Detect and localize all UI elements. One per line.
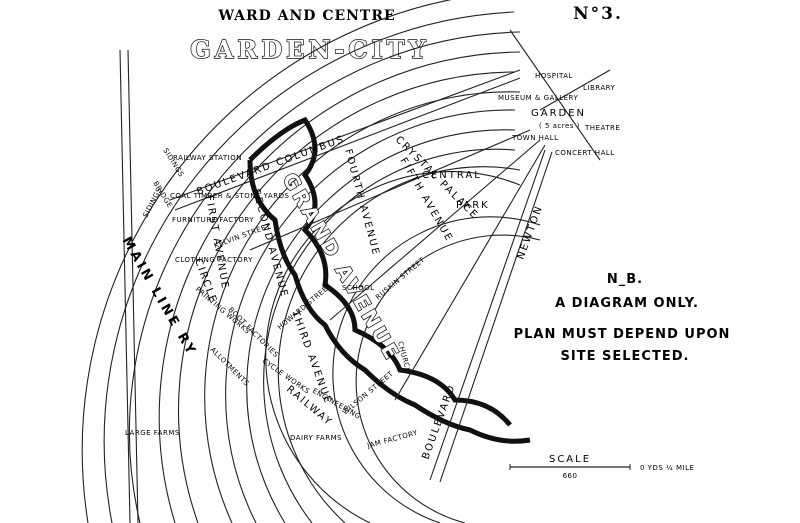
library-label: LIBRARY	[583, 84, 616, 92]
theatre-label: THEATRE	[584, 124, 620, 132]
garden-acres-label: ( 5 acres )	[539, 122, 580, 130]
allotments-label: ALLOTMENTS	[209, 346, 251, 388]
ring-roads	[81, 0, 541, 523]
ruskin-street-label: RUSKIN STREET	[374, 256, 427, 302]
garden-label: GARDEN	[531, 108, 586, 119]
furniture-factory-label: FURNITURE FACTORY	[172, 216, 254, 224]
scale-mid-label: 660	[563, 472, 578, 480]
note-line-4: SITE SELECTED.	[561, 349, 690, 364]
sidings-label: SIDINGS	[161, 147, 185, 179]
main-line-railway-label: MAIN LINE RY	[119, 235, 200, 360]
title-line-2: GARDEN-CITY	[190, 35, 429, 64]
second-avenue-label: SECOND AVENUE	[250, 188, 290, 299]
scale-bar: SCALE 660 0 YDS ¼ MILE	[509, 454, 694, 480]
scale-unit-label: 0 YDS ¼ MILE	[640, 464, 694, 472]
title-line-1: WARD AND CENTRE	[217, 8, 395, 24]
scale-label: SCALE	[549, 454, 591, 465]
radial-roads	[119, 29, 611, 523]
plate-number: N°3.	[573, 4, 623, 24]
boulevard-outer-label: BOULEVARD	[420, 383, 458, 461]
note-line-3: PLAN MUST DEPEND UPON	[514, 327, 731, 342]
central-label: CENTRAL	[422, 170, 482, 181]
town-hall-label: TOWN HALL	[511, 134, 559, 142]
large-farms-label: LARGE FARMS	[125, 429, 180, 437]
coal-yards-label: COAL TIMBER & STONE YARDS	[170, 192, 289, 200]
dairy-farms-label: DAIRY FARMS	[290, 434, 342, 442]
school-label: SCHOOL	[342, 284, 375, 292]
hospital-label: HOSPITAL	[535, 72, 573, 80]
sidings-2-label: SIDINGS	[142, 186, 164, 219]
note-line-2: A DIAGRAM ONLY.	[555, 296, 699, 311]
concert-hall-label: CONCERT HALL	[555, 149, 615, 157]
clothing-factory-label: CLOTHING FACTORY	[175, 256, 253, 264]
boot-factories-label: BOOT FACTORIES	[227, 306, 281, 360]
grand-avenue-band	[247, 116, 531, 444]
jam-factory-label: JAM FACTORY	[365, 429, 418, 450]
note-line-1: N_B.	[607, 272, 643, 287]
grand-avenue-label: GRAND AVENUE	[278, 169, 406, 366]
newton-label: NEWTON	[515, 204, 545, 261]
museum-label: MUSEUM & GALLERY	[498, 94, 578, 102]
railway-station-label: RAILWAY STATION	[173, 154, 242, 162]
park-label: PARK	[456, 200, 490, 211]
